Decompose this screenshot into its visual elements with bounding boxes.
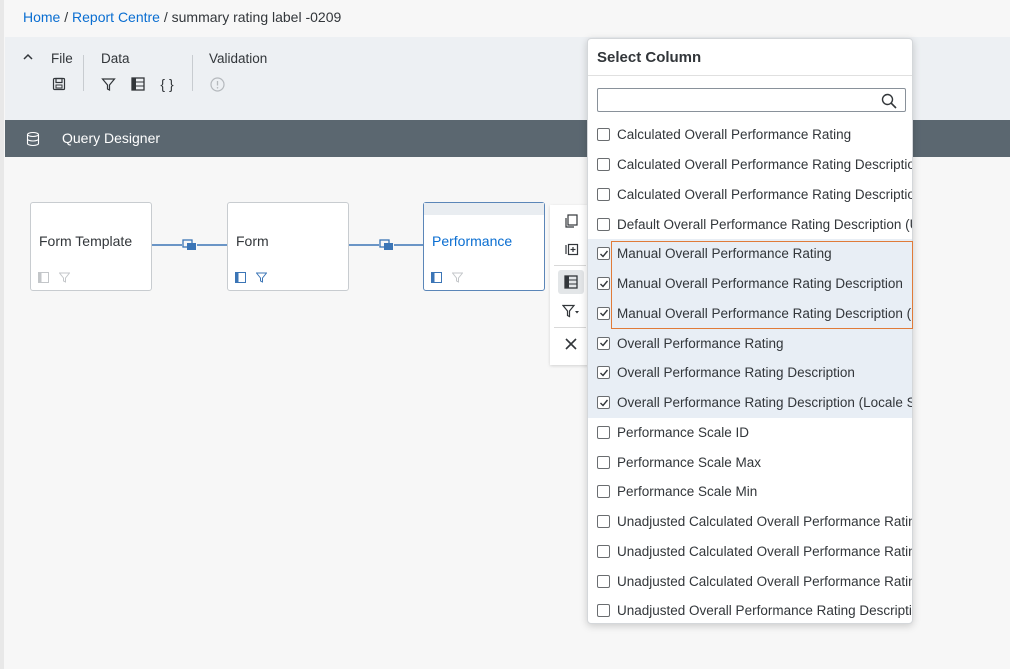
search-icon[interactable] <box>881 93 897 109</box>
column-option-label: Manual Overall Performance Rating <box>617 246 832 262</box>
column-option-label: Performance Scale ID <box>617 424 750 440</box>
node-selected-band <box>424 203 544 215</box>
node-performance[interactable]: Performance <box>423 202 545 291</box>
table-icon <box>431 270 442 288</box>
node-label: Form Template <box>39 233 133 249</box>
breadcrumb-current: summary rating label -0209 <box>171 9 342 25</box>
breadcrumb-separator: / <box>60 9 73 25</box>
popover-title: Select Column <box>597 49 702 66</box>
connector-link-icon <box>152 239 227 251</box>
column-option-label: Calculated Overall Performance Rating De… <box>617 157 913 173</box>
query-designer-title: Query Designer <box>62 130 161 146</box>
database-icon <box>25 131 41 147</box>
column-checkbox[interactable] <box>597 247 610 261</box>
column-checkbox[interactable] <box>597 277 610 291</box>
column-checkbox[interactable] <box>597 544 610 558</box>
column-option[interactable]: Performance Scale Max <box>588 447 912 477</box>
node-form-template[interactable]: Form Template <box>30 202 152 291</box>
column-option-label: Unadjusted Calculated Overall Performanc… <box>617 573 913 589</box>
column-option-label: Performance Scale Max <box>617 454 762 470</box>
column-option-label: Unadjusted Overall Performance Rating De… <box>617 603 913 619</box>
node-form[interactable]: Form <box>227 202 349 291</box>
breadcrumb-home[interactable]: Home <box>23 9 61 25</box>
select-columns-icon[interactable] <box>558 270 584 294</box>
column-option[interactable]: Unadjusted Calculated Overall Performanc… <box>588 507 912 537</box>
node-label: Form <box>236 233 269 249</box>
column-checkbox[interactable] <box>597 158 610 172</box>
connector-link-icon <box>349 239 424 251</box>
save-icon[interactable] <box>50 75 68 93</box>
filter-icon <box>255 270 268 288</box>
column-option[interactable]: Manual Overall Performance Rating Descri… <box>588 268 912 299</box>
braces-icon[interactable]: { } <box>160 76 174 92</box>
column-option[interactable]: Calculated Overall Performance Rating De… <box>588 180 912 210</box>
column-checkbox[interactable] <box>597 574 610 588</box>
column-checkbox[interactable] <box>597 515 610 529</box>
column-checkbox[interactable] <box>597 336 610 350</box>
column-checkbox[interactable] <box>597 396 610 410</box>
filter-icon <box>451 270 464 288</box>
column-option-label: Overall Performance Rating <box>617 335 784 351</box>
column-option-label: Calculated Overall Performance Rating De… <box>617 186 913 202</box>
table-icon <box>235 270 246 288</box>
column-option[interactable]: Manual Overall Performance Rating Descri… <box>588 298 913 329</box>
column-option-label: Unadjusted Calculated Overall Performanc… <box>617 514 913 530</box>
file-group-label: File <box>51 51 73 66</box>
breadcrumb: Home / Report Centre / summary rating la… <box>23 9 341 25</box>
column-checkbox[interactable] <box>597 306 610 320</box>
exclamation-circle-icon[interactable] <box>208 75 226 93</box>
column-option[interactable]: Unadjusted Calculated Overall Performanc… <box>588 566 912 596</box>
toolbar-divider <box>83 55 84 91</box>
column-option[interactable]: Overall Performance Rating Description <box>588 358 912 388</box>
column-option[interactable]: Manual Overall Performance Rating <box>588 239 912 269</box>
column-option[interactable]: Calculated Overall Performance Rating <box>588 120 912 150</box>
column-option-label: Performance Scale Min <box>617 484 758 500</box>
column-option[interactable]: Unadjusted Calculated Overall Performanc… <box>588 537 912 567</box>
add-join-icon[interactable] <box>558 237 584 261</box>
node-label: Performance <box>432 233 513 249</box>
left-edge <box>0 0 4 669</box>
column-option-label: Calculated Overall Performance Rating <box>617 127 852 143</box>
column-option-label: Default Overall Performance Rating Descr… <box>617 216 913 232</box>
column-checkbox[interactable] <box>597 485 610 499</box>
column-option-label: Manual Overall Performance Rating Descri… <box>617 276 903 292</box>
breadcrumb-report-centre[interactable]: Report Centre <box>72 9 160 25</box>
popover-divider <box>588 75 912 76</box>
column-option[interactable]: Performance Scale ID <box>588 418 912 448</box>
table-icon <box>38 270 49 288</box>
table-icon[interactable] <box>129 75 147 93</box>
column-option-label: Unadjusted Calculated Overall Performanc… <box>617 543 913 559</box>
column-checkbox[interactable] <box>597 455 610 469</box>
column-option[interactable]: Overall Performance Rating Description (… <box>588 387 913 418</box>
column-option[interactable]: Overall Performance Rating <box>588 328 912 358</box>
column-checkbox[interactable] <box>597 217 610 231</box>
column-checkbox[interactable] <box>597 366 610 380</box>
data-group-label: Data <box>101 51 130 66</box>
validation-group-label: Validation <box>209 51 268 66</box>
node-actions-panel <box>550 205 590 365</box>
column-checkbox[interactable] <box>597 128 610 142</box>
column-option-label: Overall Performance Rating Description (… <box>617 395 913 411</box>
copy-icon[interactable] <box>558 209 584 233</box>
column-option[interactable]: Default Overall Performance Rating Descr… <box>588 209 912 239</box>
column-option[interactable]: Unadjusted Overall Performance Rating De… <box>588 596 913 623</box>
column-option-label: Manual Overall Performance Rating Descri… <box>617 305 913 321</box>
filter-dropdown-icon[interactable] <box>558 299 584 323</box>
select-column-popover: Select Column Calculated Overall Perform… <box>587 38 913 624</box>
column-search-input[interactable] <box>597 88 906 112</box>
column-checkbox[interactable] <box>597 187 610 201</box>
close-icon[interactable] <box>558 332 584 356</box>
column-checkbox[interactable] <box>597 604 610 618</box>
column-option-label: Overall Performance Rating Description <box>617 365 855 381</box>
column-option[interactable]: Calculated Overall Performance Rating De… <box>588 150 912 180</box>
column-checkbox[interactable] <box>597 425 610 439</box>
filter-icon <box>58 270 71 288</box>
column-option[interactable]: Performance Scale Min <box>588 477 912 507</box>
toolbar-divider <box>192 55 193 91</box>
breadcrumb-separator: / <box>159 9 172 25</box>
filter-icon[interactable] <box>99 75 117 93</box>
collapse-toolbar-icon[interactable] <box>22 51 34 66</box>
